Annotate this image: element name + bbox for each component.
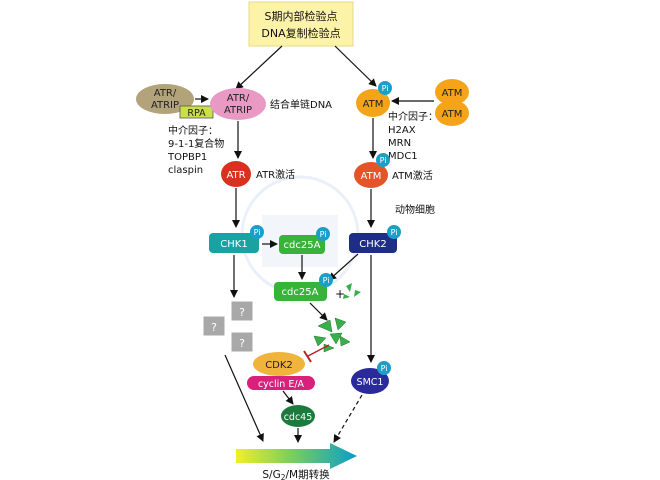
atr-atrip-left-node [136,84,194,114]
pi-badge-text: Pi [391,228,398,237]
cdc45-node [281,405,315,427]
rpa-node [179,105,214,119]
unknown-mark: ? [239,337,245,350]
degraded-cdc25a-fragments [313,317,351,353]
smc1-text: SMC1 [357,377,384,388]
cdc25a-top-node [279,235,325,254]
cdc25a-bottom-node [274,282,327,301]
arrow-unknown-to-transition [224,354,264,442]
cyclin-text: cyclin E/A [258,379,305,390]
cdk2-node [253,352,305,376]
atm-dimer-top-node [435,79,469,105]
atr-atrip-center-line1: ATR/ [227,93,250,104]
pi-badge-text: Pi [320,230,327,239]
single-strand-dna-label: 结合单链DNA [270,98,332,111]
pi-badge [387,225,401,239]
transition-label: S/G2/M期转换 [262,468,330,480]
pi-badge [378,81,392,95]
degradation-fragments-small [343,283,361,299]
pi-badge [377,361,391,375]
atr-atrip-center-node [210,88,266,120]
atm-active-text: ATM [361,171,382,182]
transition-arrow-bar [236,443,357,469]
inhibit-line [307,344,330,357]
unknown-mark: ? [239,306,245,319]
title-line-2: DNA复制检验点 [261,26,340,40]
arrow-title-to-atr [235,45,283,90]
atm-active-label: ATM激活 [392,169,433,182]
atr-atrip-left-line2: ATRIP [151,100,179,111]
atm-mediators-heading: 中介因子： [388,110,438,123]
unknown-box [230,300,254,322]
atr-atrip-left-line1: ATR/ [154,88,177,99]
cdk2-text: CDK2 [265,360,293,371]
cdc25a-bottom-text: cdc25A [282,287,319,298]
atr-mediator-item: TOPBP1 [167,152,207,163]
pi-badge-text: Pi [380,156,387,165]
atr-mediator-item: 9-1-1复合物 [168,137,224,150]
animal-cell-label: 动物细胞 [395,203,435,216]
cyclin-node [247,376,315,390]
title-line-1: S期内部检验点 [265,9,338,23]
atr-active-label: ATR激活 [256,168,295,181]
chk1-text: CHK1 [220,239,247,250]
atm-dimer-bottom-text: ATM [442,109,463,120]
atr-active-text: ATR [226,170,245,181]
pi-badge [250,225,264,239]
arrow-title-to-atm [334,45,377,87]
cdc25a-top-text: cdc25A [284,240,321,251]
arrow-cdk2-to-cdc45 [282,390,294,405]
atm-dimer-top-text: ATM [442,88,463,99]
unknown-box [202,315,226,337]
unknown-mark: ? [211,321,217,334]
atm-dimer-bottom-node [435,100,469,126]
atm-mediator-item: MRN [388,138,411,149]
inhibit-bar [303,350,312,363]
pi-badge-text: Pi [381,364,388,373]
pi-badge [376,153,390,167]
atm-mediator-item: MDC1 [388,151,418,162]
atr-active-node [221,161,251,187]
arrow-chk2-to-cdc25a [328,253,359,281]
title-box [248,1,354,47]
pi-badge [316,227,330,241]
plus-sign: + [335,287,345,301]
atr-atrip-center-line2: ATRIP [224,105,252,116]
pi-badge-text: Pi [254,228,261,237]
atm-mediator-item: H2AX [388,125,416,136]
smc1-node [351,368,389,394]
arrow-to-degradation [309,302,328,321]
pi-badge-text: Pi [382,84,389,93]
dashed-arrow-smc1-to-transition [333,394,363,443]
atm-active-node [354,162,388,188]
rpa-label: RPA [187,108,206,119]
pi-badge-text: Pi [323,276,330,285]
atm-pi-node [356,89,390,117]
chk1-node [209,233,259,253]
cdc45-text: cdc45 [284,412,313,423]
chk2-text: CHK2 [359,239,386,250]
chk2-node [349,233,397,253]
unknown-box [230,331,254,353]
atr-mediator-item: claspin [168,165,203,176]
atr-mediators-heading: 中介因子： [168,124,218,137]
pi-badge [319,273,333,287]
atm-pi-text: ATM [363,99,384,110]
